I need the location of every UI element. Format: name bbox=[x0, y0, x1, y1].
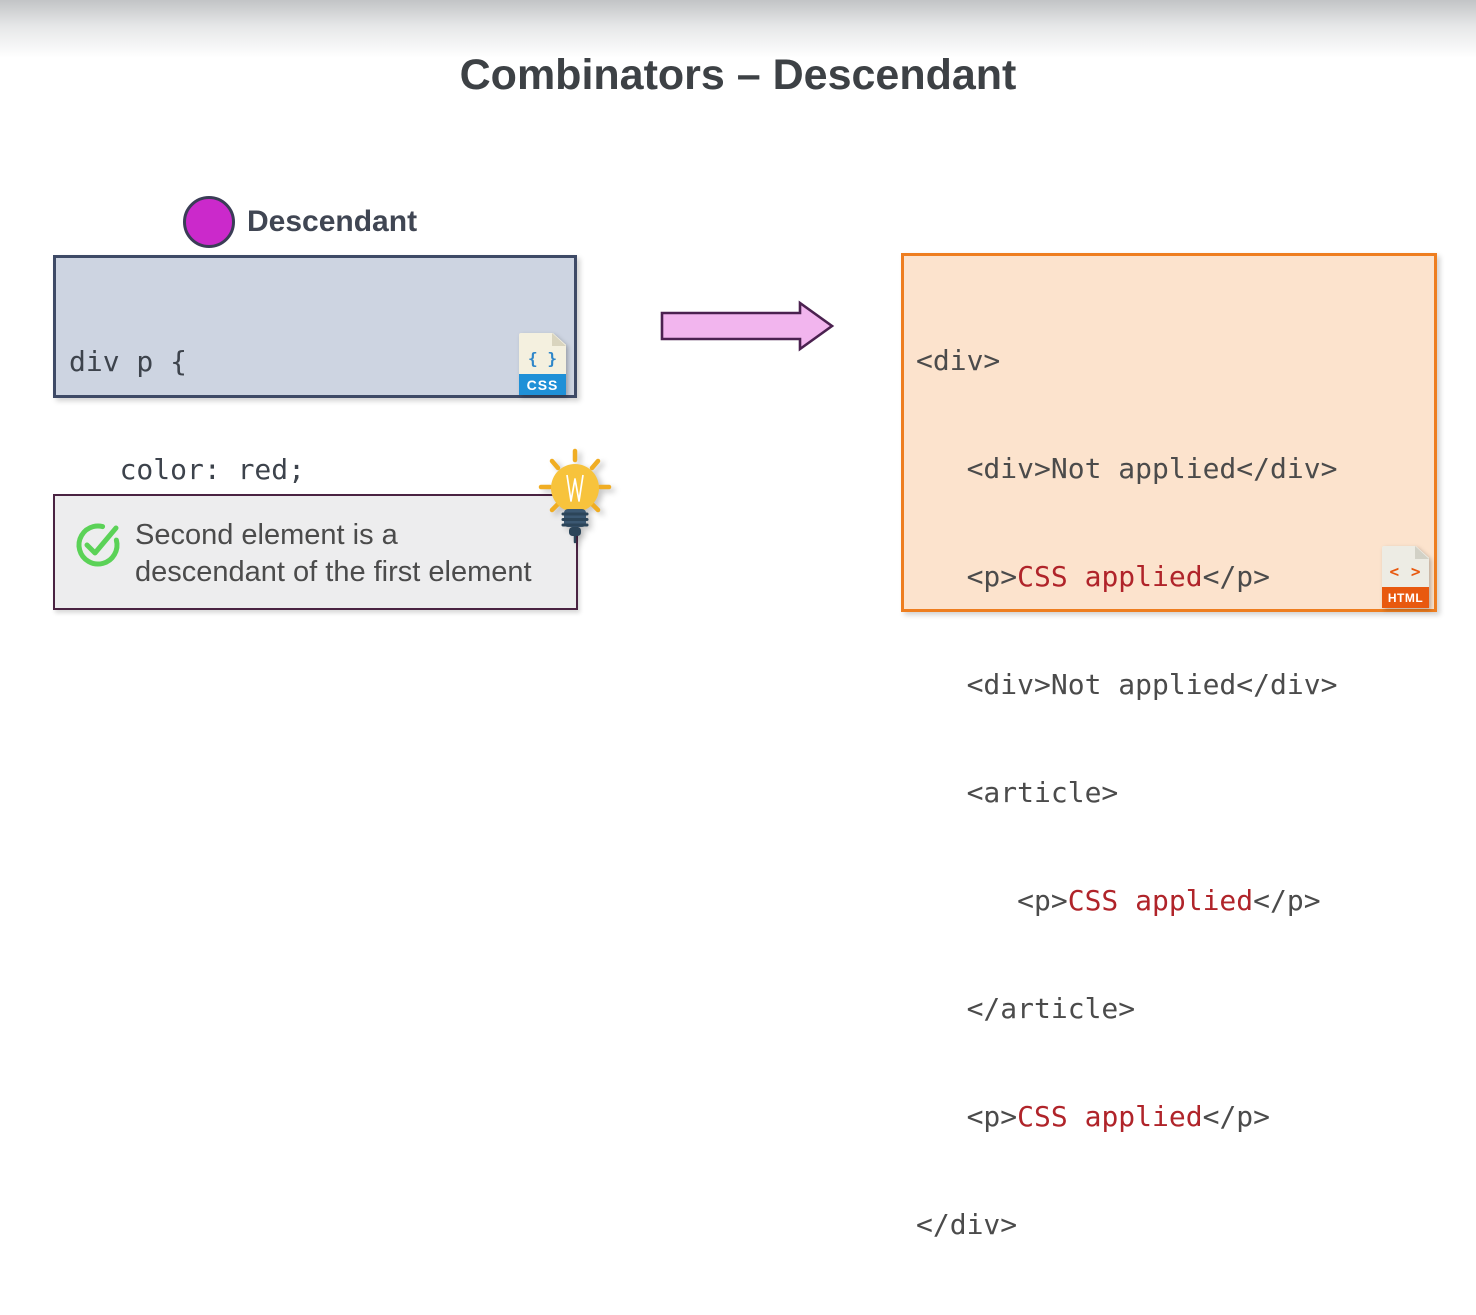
css-file-label: CSS bbox=[519, 374, 566, 395]
html-code: <div> <div>Not applied</div> <p>CSS appl… bbox=[916, 271, 1337, 1315]
html-code-line: <div>Not applied</div> bbox=[916, 668, 1338, 701]
check-circle-icon bbox=[76, 523, 120, 567]
top-gradient-band bbox=[0, 0, 1476, 58]
html-code-line: </div> bbox=[916, 1208, 1018, 1241]
html-code-line: <p>CSS applied</p> bbox=[916, 1100, 1271, 1133]
legend-label: Descendant bbox=[247, 205, 418, 238]
html-code-box: <div> <div>Not applied</div> <p>CSS appl… bbox=[901, 253, 1437, 1241]
css-code-line: color: red; bbox=[69, 453, 306, 486]
html-code-line: </article> bbox=[916, 992, 1136, 1025]
html-code-line: <p>CSS applied</p> bbox=[916, 560, 1271, 593]
angle-brackets-icon: < > bbox=[1389, 562, 1422, 581]
html-file-label: HTML bbox=[1382, 587, 1429, 608]
html-code-line: <p>CSS applied</p> bbox=[916, 884, 1321, 917]
note-text: Second element is a descendant of the fi… bbox=[135, 517, 532, 591]
css-file-icon: { } CSS bbox=[519, 333, 566, 395]
magenta-dot-icon bbox=[183, 196, 235, 248]
right-arrow-icon bbox=[660, 300, 835, 352]
descendant-legend: Descendant bbox=[183, 196, 417, 248]
note-text-line1: Second element is a bbox=[135, 519, 398, 551]
css-code-box: div p { color: red; } { } CSS bbox=[53, 255, 577, 594]
braces-icon: { } bbox=[528, 349, 557, 368]
note-text-line2: descendant of the first element bbox=[135, 556, 532, 588]
html-code-line: <article> bbox=[916, 776, 1119, 809]
lightbulb-icon bbox=[538, 448, 612, 544]
page-title: Combinators – Descendant bbox=[459, 50, 1017, 99]
html-code-line: <div> bbox=[916, 344, 1001, 377]
html-file-icon: < > HTML bbox=[1382, 546, 1429, 608]
html-code-line: <div>Not applied</div> bbox=[916, 452, 1338, 485]
css-code-line: div p { bbox=[69, 345, 188, 378]
note-box: Second element is a descendant of the fi… bbox=[53, 494, 578, 610]
